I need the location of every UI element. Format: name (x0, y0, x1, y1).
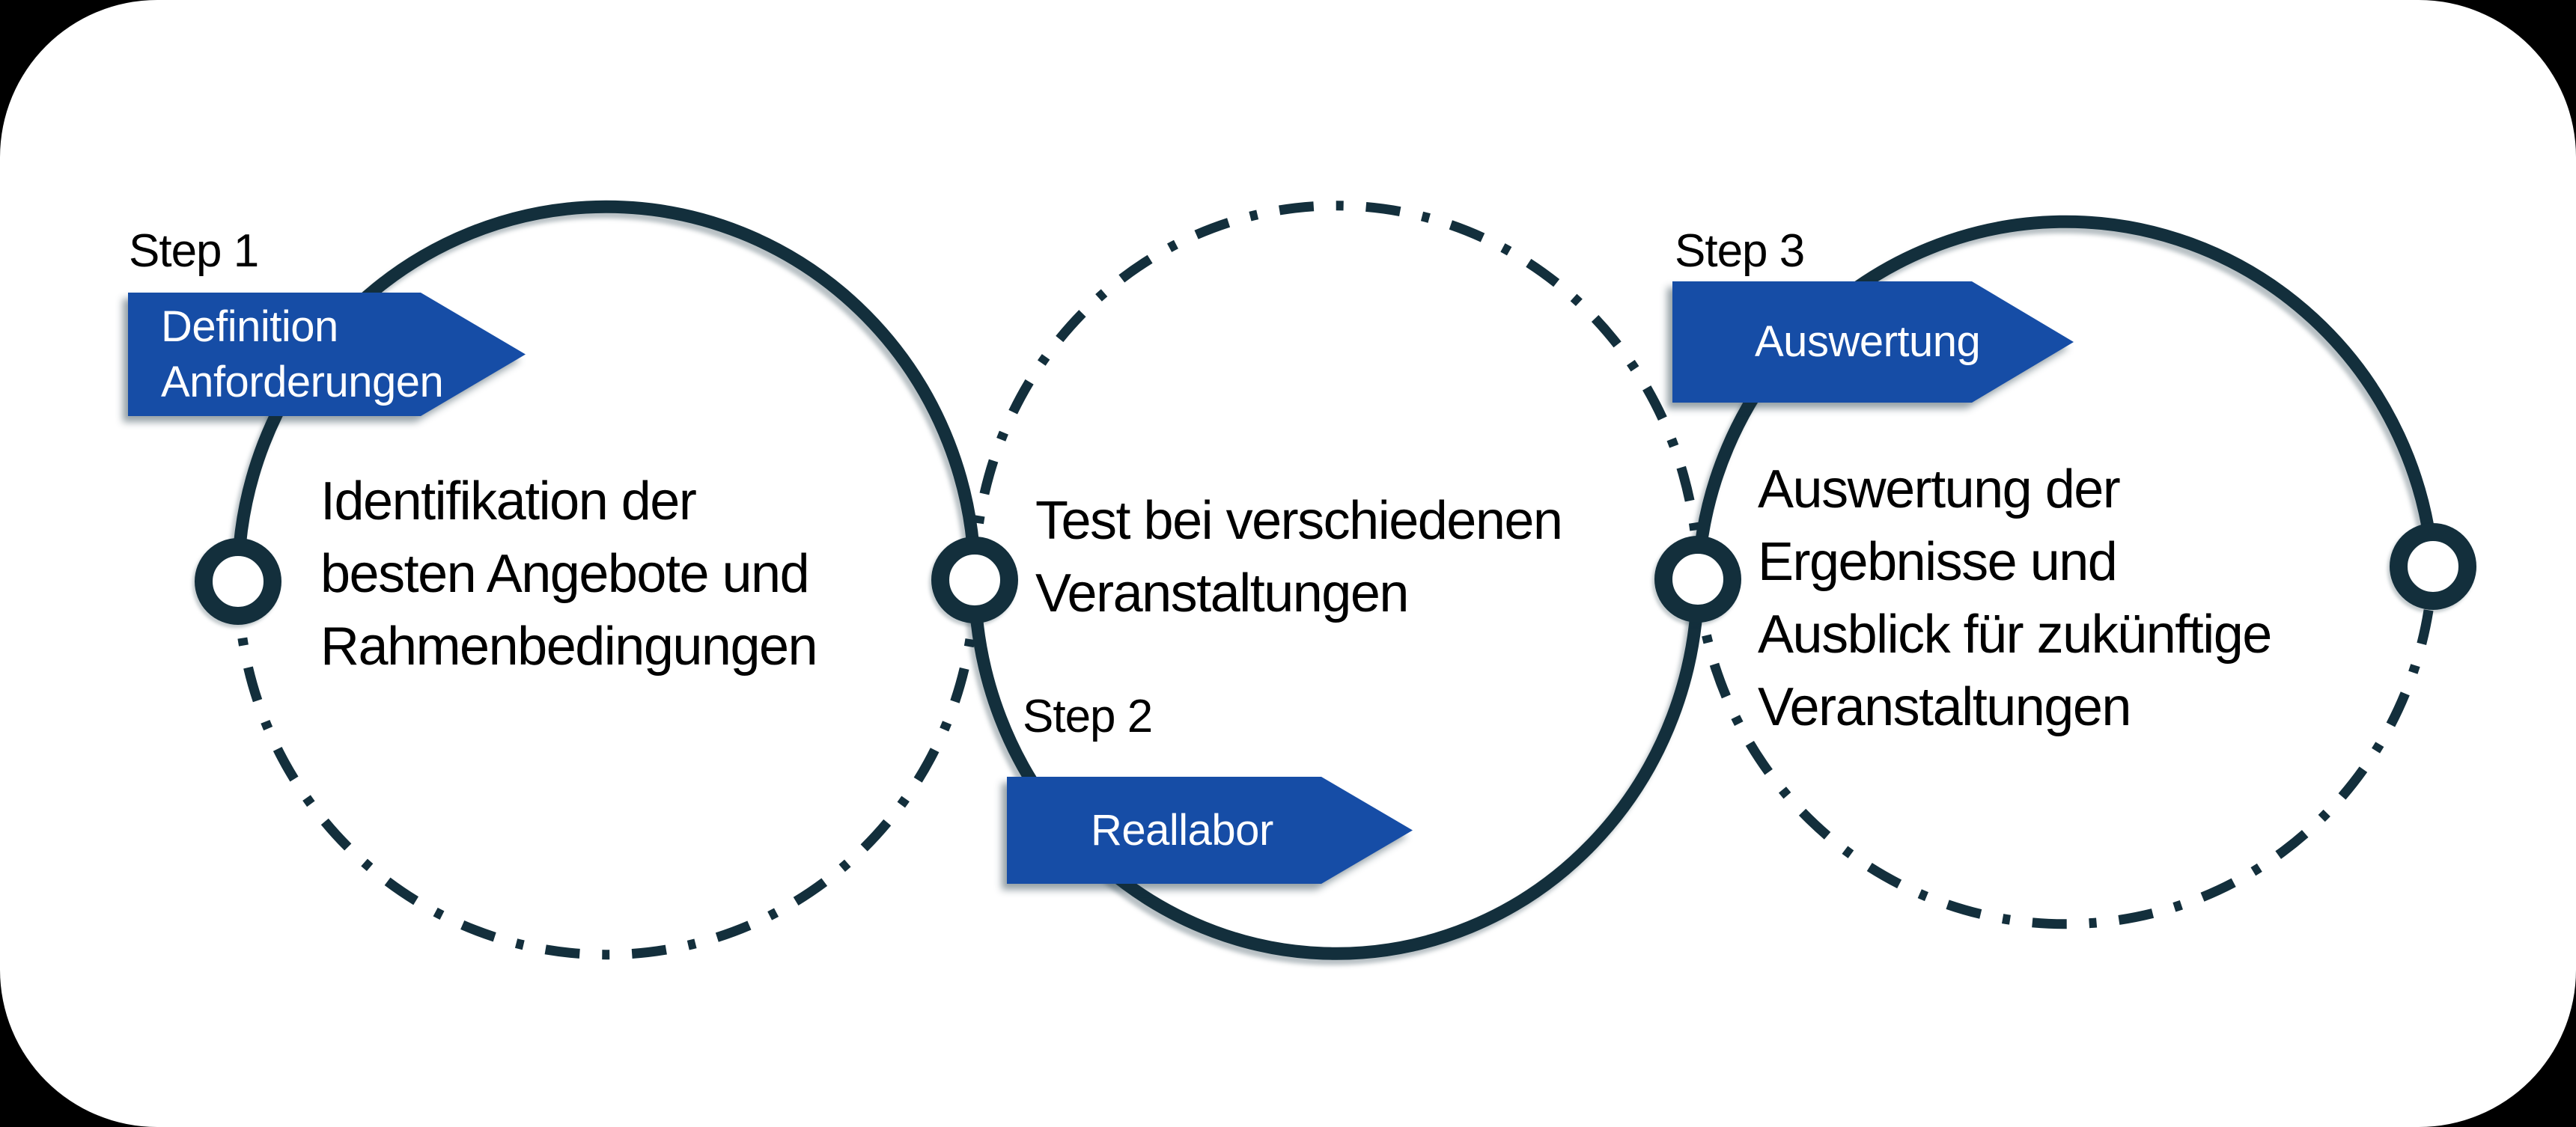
description-line: Ausblick für zukünftige (1758, 605, 2272, 665)
description-line: Veranstaltungen (1035, 564, 1409, 623)
node-ring-1 (195, 538, 281, 625)
step-1-description: Identifikation der besten Angebote und R… (320, 465, 818, 683)
node-ring-2 (931, 537, 1018, 623)
step-2-description: Test bei verschiedenen Veranstaltungen (1035, 485, 1563, 630)
step-2-banner: Reallabor (1007, 777, 1413, 884)
step-1-banner-shape: Definition Anforderungen (128, 293, 526, 416)
description-line: Identifikation der (320, 471, 697, 531)
description-line: Veranstaltungen (1758, 677, 2131, 737)
node-ring-3 (1654, 536, 1741, 623)
circle-2-bottom-arc (968, 578, 1705, 960)
step-3-label: Step 3 (1675, 225, 1805, 277)
circle-3-bottom-arc (1693, 566, 2438, 929)
banner-label-line: Definition (161, 302, 338, 351)
step-3-banner-shape: Auswertung (1672, 281, 2074, 403)
step-2-label: Step 2 (1023, 691, 1153, 742)
banner-label-line: Anforderungen (161, 357, 444, 406)
circle-3-top-arc (1691, 215, 2440, 580)
circle-2-top-arc (969, 201, 1703, 581)
banner-label-line: Reallabor (1091, 805, 1273, 855)
step-3-banner: Auswertung (1672, 281, 2074, 403)
description-line: Ergebnisse und (1758, 532, 2118, 592)
step-2-banner-shape: Reallabor (1007, 777, 1413, 884)
banner-label-line: Auswertung (1755, 317, 1981, 366)
step-1-banner: Definition Anforderungen (128, 293, 526, 416)
step-3-description: Auswertung der Ergebnisse und Ausblick f… (1758, 453, 2272, 744)
circle-1-bottom-arc (233, 579, 980, 960)
node-ring-4 (2390, 523, 2476, 610)
step-1-label: Step 1 (129, 225, 259, 277)
description-line: besten Angebote und (320, 544, 810, 604)
description-line: Test bei verschiedenen (1035, 491, 1563, 551)
description-line: Auswertung der (1758, 459, 2121, 519)
description-line: Rahmenbedingungen (320, 617, 818, 676)
